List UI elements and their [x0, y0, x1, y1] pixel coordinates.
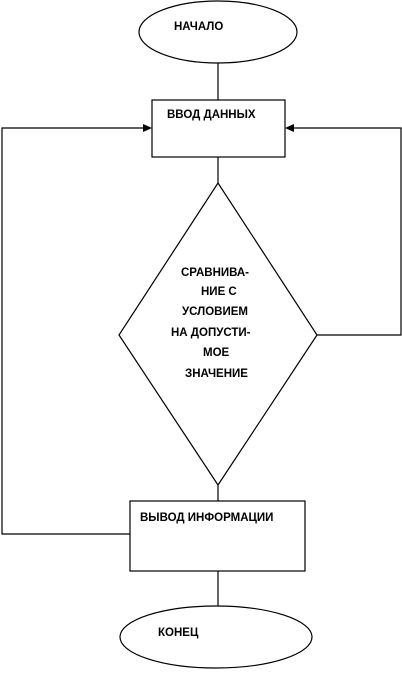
- start-label: НАЧАЛО: [174, 21, 223, 33]
- arrowhead-loop-right: [285, 124, 294, 132]
- output-label: ВЫВОД ИНФОРМАЦИИ: [140, 512, 273, 524]
- input-box: [151, 99, 286, 158]
- end-label: КОНЕЦ: [158, 627, 199, 639]
- decision-label-line-1: СРАВНИВА-: [181, 267, 249, 279]
- arrowhead-loop-left: [143, 124, 152, 132]
- decision-node: СРАВНИВА- НИЕ С УСЛОВИЕМ НА ДОПУСТИ- МОЕ…: [118, 181, 318, 487]
- decision-label-line-3: УСЛОВИЕМ: [182, 306, 248, 318]
- connector-decision-loop-right: [292, 127, 402, 336]
- decision-label-line-5: МОЕ: [203, 347, 230, 359]
- decision-label-line-4: НА ДОПУСТИ-: [171, 327, 251, 339]
- connectors: [1, 63, 402, 607]
- end-terminal: КОНЕЦ: [119, 605, 313, 669]
- decision-label-line-2: НИЕ С: [201, 286, 237, 298]
- connector-output-loop-left: [1, 127, 144, 535]
- output-box: [129, 500, 306, 572]
- end-ellipse: [119, 605, 313, 669]
- decision-label-line-6: ЗНАЧЕНИЕ: [185, 368, 248, 380]
- start-terminal: НАЧАЛО: [138, 0, 298, 64]
- input-process: ВВОД ДАННЫХ: [151, 99, 286, 158]
- start-ellipse: [138, 0, 298, 64]
- output-process: ВЫВОД ИНФОРМАЦИИ: [129, 500, 306, 572]
- input-label: ВВОД ДАННЫХ: [167, 109, 256, 121]
- decision-diamond: [118, 181, 318, 487]
